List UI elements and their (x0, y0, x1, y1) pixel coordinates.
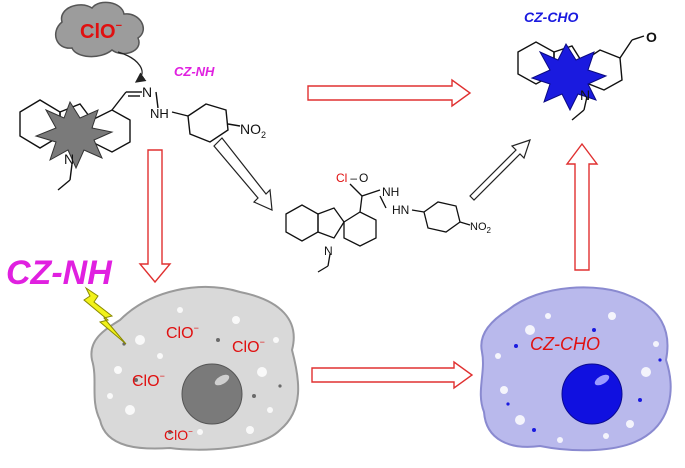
lightning-icon (83, 286, 127, 345)
cell-ion-1: ClO− (166, 323, 199, 342)
arrow-probe-down (138, 149, 172, 284)
blue-cell-label: CZ-CHO (530, 334, 600, 354)
blue-nucleus (561, 363, 623, 425)
intermediate-cl: Cl–O (336, 171, 368, 185)
arrow-probe-to-product (307, 78, 472, 108)
arrow-cell-up (565, 142, 599, 271)
product-aldehyde-o: O (646, 29, 657, 45)
blue-cell (479, 286, 672, 452)
intermediate-nitro: NO2 (470, 221, 492, 235)
arrow-cell-to-cell (311, 360, 474, 390)
hypochlorite-cloud: ClO− (54, 1, 144, 58)
probe-carbazole-n: N (64, 151, 74, 167)
probe-nh: NH (150, 106, 169, 121)
cell-probe-label: CZ-NH (6, 254, 113, 292)
intermediate-nh-top: NH (382, 185, 399, 199)
path-arrow-to-intermediate (213, 137, 273, 211)
intermediate-molecule (285, 183, 471, 273)
cell-ion-2: ClO− (232, 337, 265, 356)
probe-name: CZ-NH (174, 64, 215, 79)
probe-molecule (19, 91, 241, 191)
product-carbazole-n: N (580, 87, 590, 103)
probe-hydrazone-n: N (142, 84, 152, 100)
probe-nitro: NO2 (240, 121, 266, 140)
hypochlorite-charge: − (116, 20, 122, 32)
curved-arrow-icon (117, 51, 147, 83)
path-arrow-to-product (469, 139, 531, 201)
burst-icon (34, 100, 114, 170)
gray-cell (90, 286, 300, 451)
intermediate-nh-bottom: HN (392, 203, 409, 217)
hypochlorite-text: ClO (80, 21, 116, 43)
cell-ion-4: ClO− (164, 427, 193, 443)
cell-ion-3: ClO− (132, 371, 165, 390)
intermediate-carbazole-n: N (324, 244, 333, 258)
burst-icon (530, 42, 608, 112)
svg-text:ClO−: ClO− (80, 20, 122, 43)
gray-nucleus (181, 363, 243, 425)
product-name: CZ-CHO (524, 9, 579, 25)
